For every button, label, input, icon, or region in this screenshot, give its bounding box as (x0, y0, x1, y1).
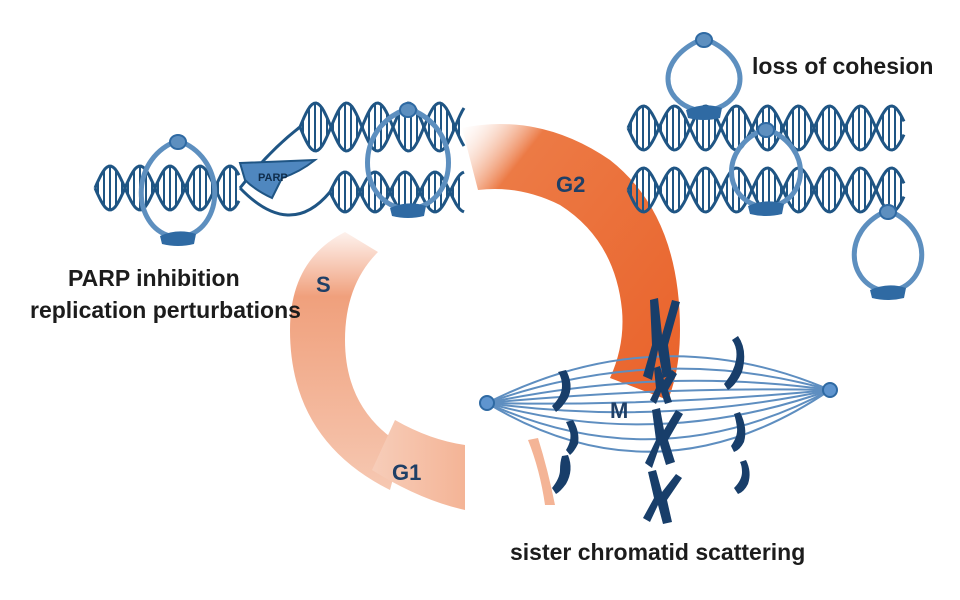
chromatid-2 (552, 370, 571, 412)
chromatid-4 (552, 455, 571, 494)
chromosomes (552, 298, 750, 524)
parp-inhibition-label: PARP inhibition (68, 265, 240, 291)
loss-of-cohesion-label: loss of cohesion (752, 53, 933, 79)
g2-phase-segment (462, 124, 680, 400)
cohesin-right (729, 122, 803, 216)
chromatid-3 (566, 420, 579, 455)
spindle-pole-left (479, 395, 495, 411)
spindle-fiber (486, 355, 831, 404)
phase-m-label: M (610, 398, 628, 423)
chromosome-x-bottom (643, 470, 682, 524)
dna-helix-left (93, 164, 241, 212)
chromatid-6 (734, 460, 750, 494)
cohesin-loose-top (665, 32, 743, 120)
sister-chromatid-scattering-label: sister chromatid scattering (510, 539, 805, 565)
chromosome-x-middle (645, 408, 683, 468)
replication-perturbations-label: replication perturbations (30, 297, 301, 323)
chromatid-1 (724, 336, 745, 390)
m-phase-segment (528, 438, 555, 505)
g1-phase-segment (372, 420, 465, 510)
chromosome-x-small (650, 366, 677, 404)
cohesin-loose-bottom (851, 204, 925, 300)
cohesin-rings (138, 32, 925, 300)
s-phase-segment (290, 232, 402, 490)
phase-s-label: S (316, 272, 331, 297)
cohesin-left (138, 134, 218, 246)
spindle-fiber (486, 389, 831, 453)
cell-cycle-ring (290, 124, 680, 510)
dna-helix-right-upper (626, 104, 906, 152)
chromosome-x-top (643, 298, 680, 380)
spindle-pole-right (822, 382, 838, 398)
parp-label: PARP (258, 172, 288, 184)
spindle-fiber (486, 389, 831, 405)
phase-g2-label: G2 (556, 172, 585, 197)
chromatid-5 (731, 412, 746, 452)
cohesin-top (365, 102, 451, 218)
parp-enzyme: PARP (238, 158, 319, 200)
phase-g1-label: G1 (392, 460, 421, 485)
